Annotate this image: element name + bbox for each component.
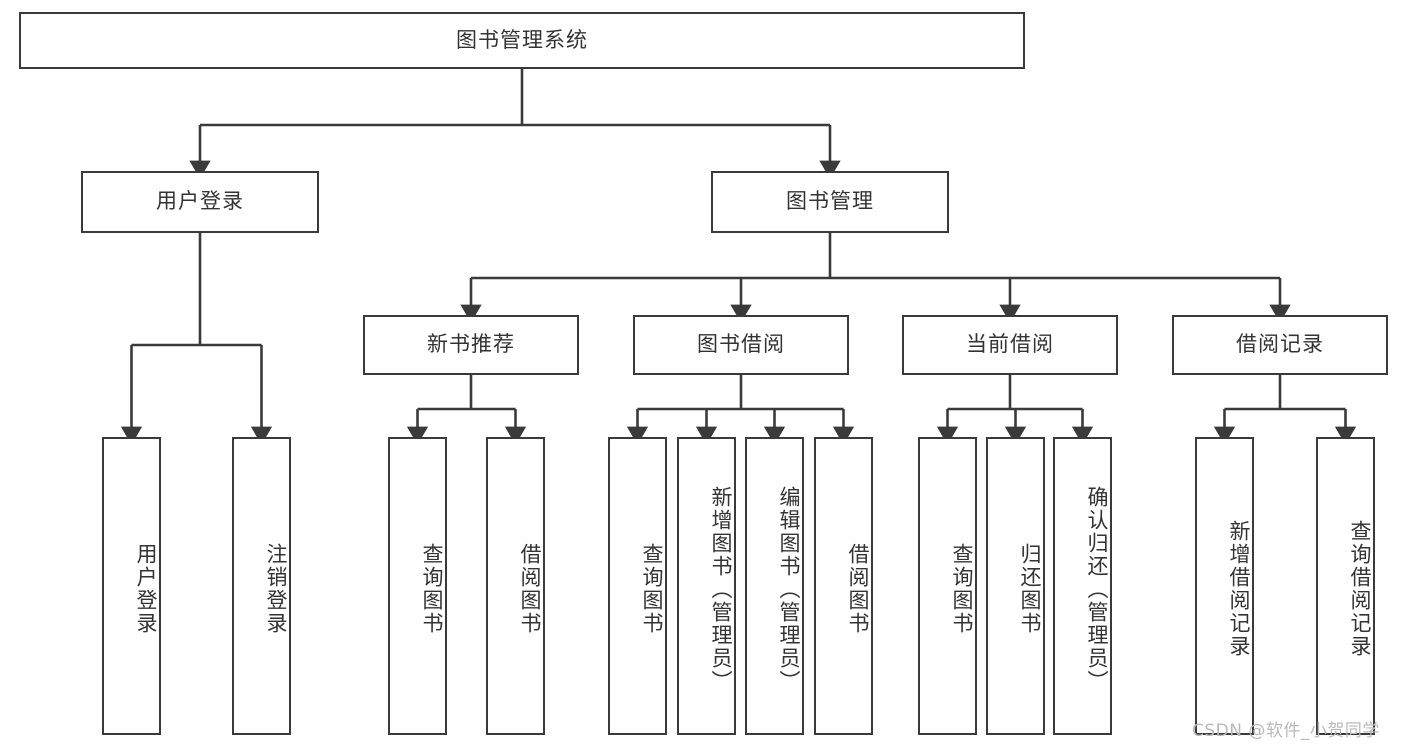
node-label: 查询图书 xyxy=(420,543,444,635)
node-leaf-logout-login[interactable]: 注销登录 xyxy=(232,437,291,735)
node-label: 新增借阅记录 xyxy=(1227,520,1251,658)
node-label: 查询图书 xyxy=(640,543,664,635)
node-label: 查询借阅记录 xyxy=(1348,520,1372,658)
node-leaf-confirm-return[interactable]: 确认归还（管理员） xyxy=(1053,437,1112,735)
node-root[interactable]: 图书管理系统 xyxy=(19,12,1025,69)
node-label: 图书借阅 xyxy=(697,332,785,357)
node-user-login[interactable]: 用户登录 xyxy=(81,171,319,233)
node-label: 借阅图书 xyxy=(846,543,870,635)
node-leaf-query-book-2[interactable]: 查询图书 xyxy=(608,437,667,735)
node-leaf-return-book[interactable]: 归还图书 xyxy=(986,437,1045,735)
node-label: 用户登录 xyxy=(156,189,244,214)
node-leaf-borrow-book-1[interactable]: 借阅图书 xyxy=(486,437,545,735)
node-leaf-add-book[interactable]: 新增图书（管理员） xyxy=(677,437,736,735)
node-label: 图书管理系统 xyxy=(456,27,588,52)
node-book-management[interactable]: 图书管理 xyxy=(711,171,949,233)
node-leaf-edit-book[interactable]: 编辑图书（管理员） xyxy=(745,437,804,735)
node-label: 图书管理 xyxy=(786,189,874,214)
node-leaf-borrow-book-2[interactable]: 借阅图书 xyxy=(814,437,873,735)
node-label: 当前借阅 xyxy=(966,332,1054,357)
node-label: 用户登录 xyxy=(134,543,158,635)
node-label: 新增图书（管理员） xyxy=(709,485,733,693)
node-leaf-add-record[interactable]: 新增借阅记录 xyxy=(1195,437,1254,735)
node-label: 借阅记录 xyxy=(1236,332,1324,357)
node-leaf-query-book-3[interactable]: 查询图书 xyxy=(918,437,977,735)
node-label: 编辑图书（管理员） xyxy=(777,485,801,693)
node-leaf-query-book-1[interactable]: 查询图书 xyxy=(388,437,447,735)
node-borrow-records[interactable]: 借阅记录 xyxy=(1172,315,1388,375)
node-leaf-query-record[interactable]: 查询借阅记录 xyxy=(1316,437,1375,735)
node-label: 新书推荐 xyxy=(427,332,515,357)
node-label: 查询图书 xyxy=(950,543,974,635)
node-label: 借阅图书 xyxy=(518,543,542,635)
node-leaf-user-login[interactable]: 用户登录 xyxy=(102,437,161,735)
node-label: 确认归还（管理员） xyxy=(1085,485,1109,693)
node-book-borrow[interactable]: 图书借阅 xyxy=(633,315,849,375)
node-label: 归还图书 xyxy=(1018,543,1042,635)
node-label: 注销登录 xyxy=(264,543,288,635)
node-new-book-recommend[interactable]: 新书推荐 xyxy=(363,315,579,375)
node-current-borrow[interactable]: 当前借阅 xyxy=(902,315,1118,375)
